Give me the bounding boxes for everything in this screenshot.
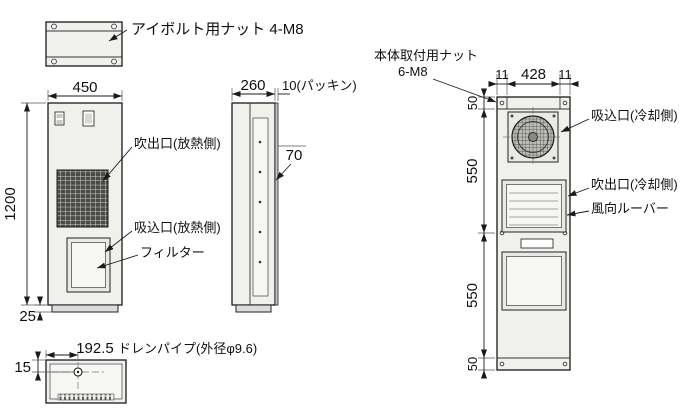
back-upper-value: 550 [464, 158, 481, 183]
back-inset-right-value: 11 [558, 67, 572, 82]
mount-nut-icon [562, 100, 568, 106]
dim-back-top-widths: 11 428 11 [488, 66, 579, 95]
screw-hole [258, 170, 262, 174]
dim-depth: 260 10(パッキン) [231, 77, 357, 101]
mount-nut-icon [499, 361, 505, 367]
drain-x-value: 192.5 [76, 340, 114, 357]
callout-outlet-heat: 吹出口(放熱側) [102, 136, 221, 182]
callout-filter: フィルター [96, 245, 205, 269]
screw-hole [258, 260, 262, 264]
callout-inlet-cool: 吸込口(冷却側) [560, 108, 678, 133]
base-front [51, 304, 119, 313]
dim-base-height: 25 [19, 296, 52, 325]
rear-duct [252, 117, 269, 297]
dim-height: 1200 [2, 102, 46, 306]
base-side [235, 304, 272, 313]
eyebolt-nut-icon [111, 58, 117, 65]
bottom-view: 192.5 ドレンパイプ(外径φ9.6) 15 [14, 340, 257, 404]
mount-nut-icon [499, 100, 505, 106]
side-view: 260 10(パッキン) 70 [231, 77, 357, 313]
leader-arrow [96, 254, 139, 269]
leader-arrow [102, 146, 133, 182]
screw-hole [258, 200, 262, 204]
lower-panel [501, 251, 567, 311]
outlet-grille-heat-side [56, 169, 109, 228]
dim-front-width: 450 [47, 79, 123, 101]
filter-label: フィルター [140, 245, 205, 260]
screw-icon [552, 114, 556, 118]
louver-label: 風向ルーバー [591, 201, 669, 216]
leader-arrow [566, 210, 590, 217]
display-window [85, 113, 92, 124]
handle-slot [520, 238, 554, 249]
top-view: アイボルト用ナット 4-M8 [45, 21, 304, 67]
back-lower-value: 550 [464, 283, 481, 308]
leader-arrow [567, 187, 590, 197]
switch-detail [56, 120, 63, 124]
dim-back-heights: 50 550 550 50 [464, 88, 495, 379]
switch-detail [56, 114, 63, 118]
eyebolt-nut-icon [111, 23, 117, 30]
leader-arrow [275, 163, 292, 181]
height-value: 1200 [2, 187, 19, 220]
callout-eyebolt-nut: アイボルト用ナット 4-M8 [108, 21, 304, 42]
fan-panel [503, 107, 563, 167]
leader-arrow [432, 78, 497, 103]
leader-arrow [560, 118, 590, 133]
mount-nut-icon [562, 361, 568, 367]
callout-inlet-heat: 吸込口(放熱側) [104, 220, 221, 253]
front-view: 450 1200 25 吹出口(放熱側) 吸込口(放熱側) フィルター [2, 79, 221, 325]
packing-label: 10(パッキン) [282, 78, 357, 93]
front-width-value: 450 [72, 79, 97, 96]
eyebolt-nut-label: アイボルト用ナット 4-M8 [131, 21, 304, 38]
screw-hole [258, 230, 262, 234]
screw-icon [510, 114, 514, 118]
switch-box [54, 111, 65, 126]
outlet-heat-label: 吹出口(放熱側) [134, 136, 221, 151]
eyebolt-nut-icon [51, 58, 57, 65]
callout-louver: 風向ルーバー [566, 201, 669, 217]
base-height-value: 25 [19, 308, 36, 325]
back-bottom-value: 50 [465, 357, 480, 371]
callout-outlet-cool: 吹出口(冷却側) [567, 177, 678, 197]
drain-y-value: 15 [14, 359, 31, 376]
mount-nut-label: 本体取付用ナット [374, 48, 478, 63]
packing-strip [274, 102, 279, 306]
callout-mount-nut: 本体取付用ナット 6-M8 [374, 48, 497, 103]
inlet-cool-label: 吸込口(冷却側) [591, 108, 678, 123]
screw-icon [510, 156, 514, 160]
leader-arrow [108, 29, 128, 42]
inlet-heat-label: 吸込口(放熱側) [134, 220, 221, 235]
vent-slots [57, 393, 115, 401]
screw-hole [258, 140, 262, 144]
back-top-value: 50 [465, 96, 480, 110]
top-view-body [45, 21, 123, 67]
dim-side-offset: 70 [275, 145, 306, 181]
depth-value: 260 [240, 77, 265, 94]
outlet-cool-label: 吹出口(冷却側) [591, 177, 678, 192]
back-view: 11 428 11 50 550 550 50 本体取付用ナット 6-M8 [374, 48, 678, 379]
drain-pipe-label: ドレンパイプ(外径φ9.6) [118, 341, 257, 356]
screw-icon [552, 156, 556, 160]
eyebolt-nut-icon [51, 23, 57, 30]
dim-drain-x: 192.5 [45, 340, 114, 358]
louver-panel [501, 179, 567, 233]
leader-arrow [104, 230, 133, 253]
side-offset-value: 70 [286, 147, 303, 164]
dim-drain-y: 15 [14, 351, 74, 381]
back-inset-left-value: 11 [495, 67, 509, 82]
fan-hub [528, 132, 538, 142]
back-width-value: 428 [521, 66, 546, 83]
filter-panel [71, 242, 106, 288]
mount-nut-size-label: 6-M8 [398, 64, 428, 79]
